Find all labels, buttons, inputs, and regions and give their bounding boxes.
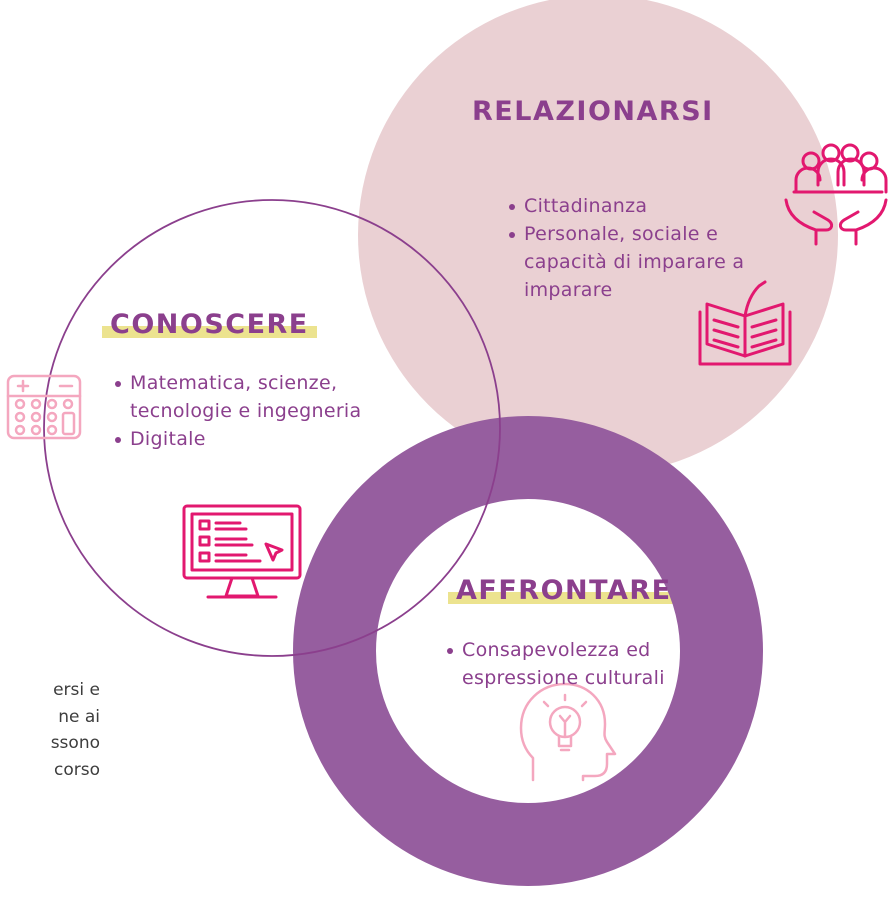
side-line: corso — [54, 759, 100, 780]
affrontare-ring — [293, 416, 763, 886]
conoscere-list: Matematica, scienze,tecnologie e ingegne… — [114, 369, 361, 453]
affrontare-title: AFFRONTARE — [448, 575, 680, 606]
people-in-hands-icon — [784, 143, 888, 246]
calculator-icon — [6, 374, 82, 440]
side-paragraph: ersi e ne ai ssono corso — [0, 677, 100, 783]
conoscere-circle — [43, 199, 501, 657]
list-item: Digitale — [114, 425, 361, 453]
open-book-icon — [698, 280, 792, 366]
side-line: ersi e — [53, 680, 100, 700]
side-line: ssono — [50, 733, 100, 753]
conoscere-title: CONOSCERE — [102, 309, 317, 340]
monitor-list-icon — [182, 504, 302, 599]
side-line: ne ai — [58, 706, 100, 727]
relazionarsi-circle — [358, 0, 838, 475]
list-item: Cittadinanza — [508, 192, 744, 220]
head-lightbulb-icon — [519, 682, 617, 782]
relazionarsi-title: RELAZIONARSI — [464, 96, 722, 127]
list-item: Matematica, scienze,tecnologie e ingegne… — [114, 369, 361, 425]
